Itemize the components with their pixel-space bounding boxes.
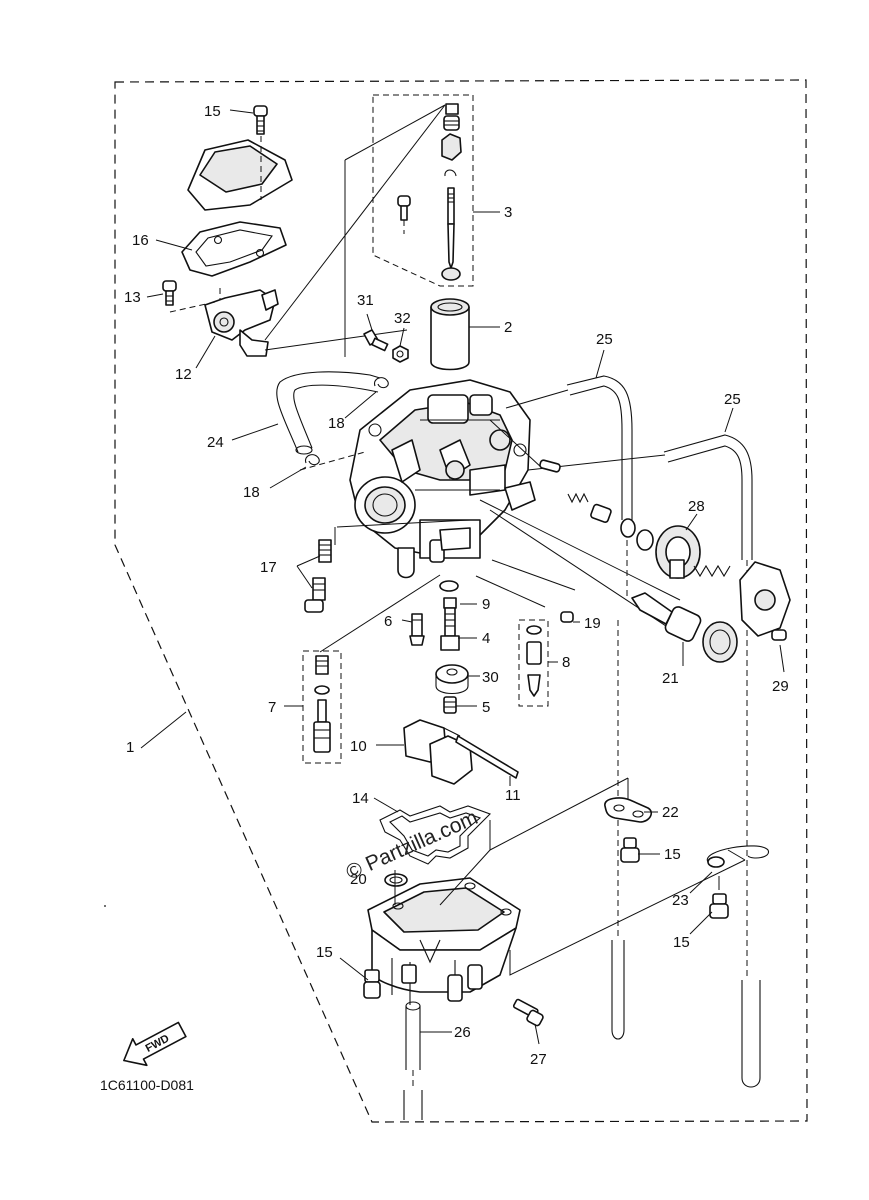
callout-9: 9: [482, 596, 490, 613]
part-3-jet-needle-set: [441, 103, 462, 281]
callout-24: 24: [207, 434, 224, 451]
part-30-spacer: [435, 664, 469, 695]
callout-13: 13: [124, 289, 141, 306]
part-19-screw: [560, 611, 574, 623]
part-spring-pump: [693, 564, 731, 578]
part-15-screw-right-a: [620, 837, 640, 863]
fwd-arrow-icon: FWD: [123, 1021, 187, 1067]
callout-25-outer: 25: [724, 391, 741, 408]
carburetor-body: [349, 379, 536, 579]
diagram-code: 1C61100-D081: [100, 1077, 194, 1093]
part-4-needle-jet: [440, 597, 460, 651]
part-14-float-bowl-gasket: [379, 805, 491, 865]
part-27-drain-screw: [512, 998, 544, 1027]
part-20-o-ring: [384, 873, 408, 887]
part-28-diaphragm: [655, 525, 701, 579]
callout-15-left: 15: [316, 944, 333, 961]
callout-20: 20: [350, 871, 367, 888]
part-7-throttle-stop-screw: [313, 655, 331, 753]
callout-11: 11: [505, 787, 521, 804]
callout-19: 19: [584, 615, 601, 632]
part-25-hose-outer: [663, 434, 761, 1088]
callout-26: 26: [454, 1024, 471, 1041]
callout-4: 4: [482, 630, 490, 647]
callout-16: 16: [132, 232, 149, 249]
callout-15-right-b: 15: [673, 934, 690, 951]
part-9-o-ring: [439, 580, 459, 592]
callout-15-top: 15: [204, 103, 221, 120]
callout-25-inner: 25: [596, 331, 613, 348]
callout-23: 23: [672, 892, 689, 909]
part-plunger: [590, 503, 612, 523]
part-6-pilot-jet: [409, 613, 425, 646]
part-16-top-cover: [187, 136, 293, 211]
part-16-cover-gasket: [181, 221, 287, 277]
float-valve-box: [518, 619, 549, 707]
part-washer-o-ring: [620, 518, 654, 551]
callout-15-right-a: 15: [664, 846, 681, 863]
callout-31: 31: [357, 292, 374, 309]
part-21-plunger-assy: [631, 592, 738, 663]
callout-14: 14: [352, 790, 369, 807]
callout-32: 32: [394, 310, 411, 327]
part-18-clip-upper: [373, 377, 389, 389]
callout-30: 30: [482, 669, 499, 686]
part-24-hose: [276, 371, 381, 455]
part-15-screw-right-b: [709, 893, 729, 919]
assembly-boundary: [114, 79, 808, 1123]
callout-7: 7: [268, 699, 276, 716]
callout-12: 12: [175, 366, 192, 383]
part-15-top-screw: [253, 105, 268, 135]
callout-10: 10: [350, 738, 367, 755]
callout-17: 17: [260, 559, 277, 576]
part-11-float-pin: [455, 735, 519, 779]
part-spring-small: [567, 492, 589, 504]
needle-group-box: [372, 94, 474, 287]
part-22-plate: [604, 797, 652, 823]
part-23-clamp: [706, 845, 770, 868]
callout-22: 22: [662, 804, 679, 821]
callout-21: 21: [662, 670, 679, 687]
part-13-screw: [162, 280, 177, 306]
part-small-screw-right: [539, 459, 561, 473]
part-pump-cover: [739, 561, 791, 637]
part-12-throttle-bracket: [204, 289, 279, 357]
callout-5: 5: [482, 699, 490, 716]
part-17-spring: [318, 539, 332, 563]
part-screw-needle-holder: [397, 195, 411, 234]
part-26-drain-hose: [403, 1001, 423, 1120]
part-8-needle-valve: [526, 625, 542, 697]
callout-28: 28: [688, 498, 705, 515]
part-25-hose-inner: [566, 375, 633, 1040]
part-15-screw-left: [363, 969, 381, 999]
part-2-throttle-valve: [430, 298, 470, 371]
callout-8: 8: [562, 654, 570, 671]
callout-1: 1: [126, 739, 134, 756]
part-10-float: [403, 719, 473, 785]
part-31-screw: [363, 329, 389, 352]
stray-dot: [104, 905, 106, 907]
part-18-clip-lower: [304, 454, 320, 466]
part-32-nut: [392, 345, 409, 363]
callout-6: 6: [384, 613, 392, 630]
callout-29: 29: [772, 678, 789, 695]
part-17-screw: [304, 577, 326, 613]
part-5-main-jet: [443, 696, 457, 714]
callout-18-upper: 18: [328, 415, 345, 432]
callout-leaders: [140, 109, 785, 1045]
callout-27: 27: [530, 1051, 547, 1068]
callout-2: 2: [504, 319, 512, 336]
callout-18-lower: 18: [243, 484, 260, 501]
carburetor-float-bowl: [367, 877, 521, 1005]
part-29-screw: [771, 629, 787, 641]
callout-3: 3: [504, 204, 512, 221]
throttle-stop-box: [302, 650, 342, 764]
